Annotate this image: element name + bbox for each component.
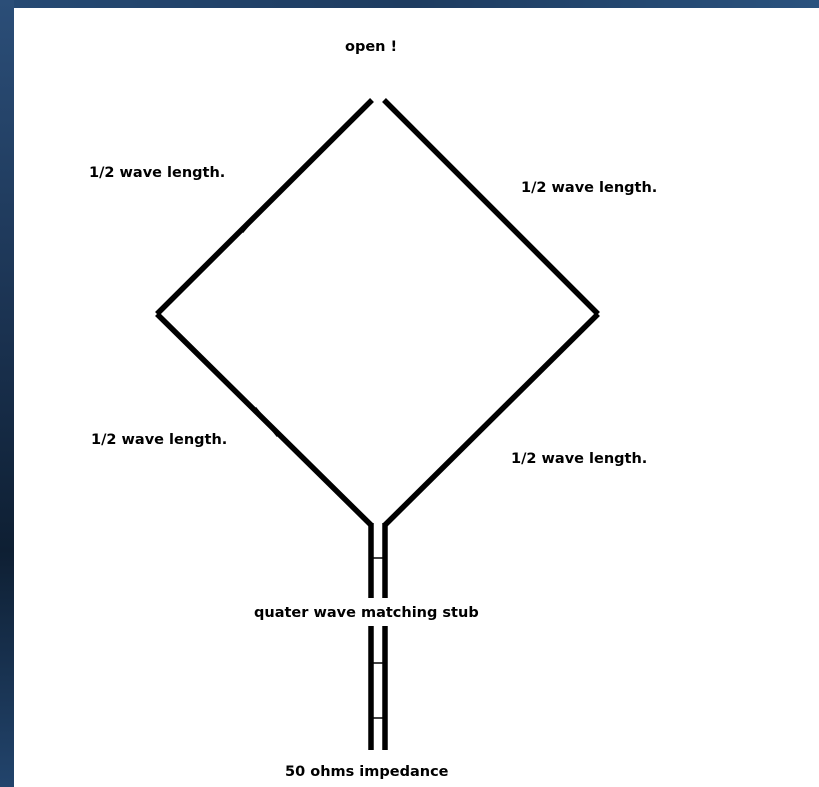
lower-left-tick [253, 407, 280, 437]
window-frame-left [0, 0, 14, 787]
impedance-label: 50 ohms impedance [285, 764, 449, 780]
matching-stub-label: quater wave matching stub [254, 605, 479, 621]
lower-left-length-label: 1/2 wave length. [91, 432, 227, 448]
upper-right-arm [382, 98, 600, 316]
lower-right-arm [383, 312, 600, 527]
upper-left-length-label: 1/2 wave length. [89, 165, 225, 181]
upper-left-tick [240, 203, 268, 233]
upper-right-length-label: 1/2 wave length. [521, 180, 657, 196]
open-label: open ! [345, 39, 397, 55]
diagram-canvas [14, 8, 819, 787]
window-frame-top [0, 0, 819, 8]
lower-right-length-label: 1/2 wave length. [511, 451, 647, 467]
